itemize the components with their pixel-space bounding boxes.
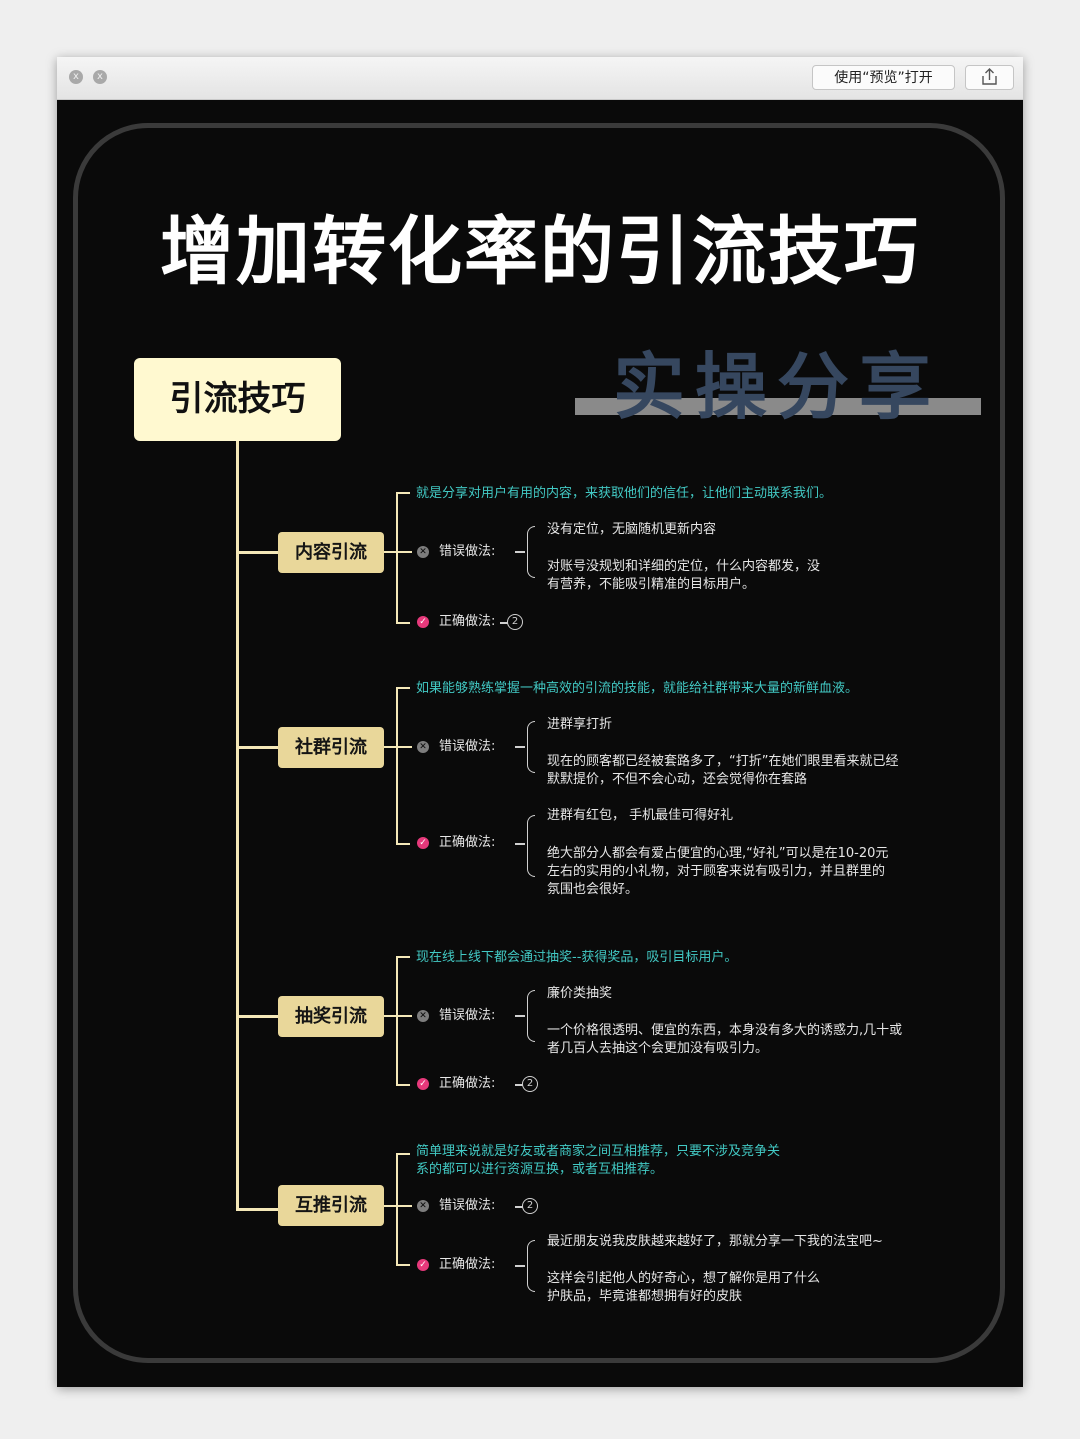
wrong-note: 现在的顾客都已经被套路多了，“打折”在她们眼里看来就已经: [547, 754, 899, 769]
brace: [515, 843, 525, 845]
minimize-icon[interactable]: x: [93, 70, 107, 84]
share-button[interactable]: [965, 65, 1014, 90]
close-icon[interactable]: x: [69, 70, 83, 84]
section-description: 就是分享对用户有用的内容，来获取他们的信任，让他们主动联系我们。: [416, 486, 833, 501]
brace: [515, 551, 525, 553]
wrong-label: 错误做法:: [439, 1198, 496, 1213]
brace: [515, 746, 525, 748]
right-note: 氛围也会很好。: [547, 882, 639, 897]
title-bar: x x 使用“预览”打开: [57, 57, 1023, 100]
brace: [527, 1240, 535, 1292]
category-mutual-promotion: 互推引流: [278, 1185, 384, 1226]
connector: [515, 1084, 523, 1086]
preview-window: x x 使用“预览”打开 增加转化率的引流技巧 实操分享 引流技巧 内容引流 就…: [57, 57, 1023, 1387]
wrong-note: 没有定位，无脑随机更新内容: [547, 522, 717, 537]
subtitle-underline: [575, 398, 981, 415]
connector: [396, 956, 398, 1086]
open-in-preview-button[interactable]: 使用“预览”打开: [812, 65, 955, 90]
connector: [396, 1264, 410, 1266]
right-label: 正确做法:: [439, 1257, 496, 1272]
wrong-icon: ✕: [417, 741, 429, 753]
right-note: 护肤品，毕竟谁都想拥有好的皮肤: [547, 1289, 743, 1304]
brace: [527, 815, 535, 877]
connector: [396, 1153, 410, 1155]
category-community: 社群引流: [278, 727, 384, 768]
connector: [396, 1153, 398, 1266]
right-note: 这样会引起他人的好奇心，想了解你是用了什么: [547, 1271, 821, 1286]
right-note: 最近朋友说我皮肤越来越好了，那就分享一下我的法宝吧~: [547, 1234, 883, 1249]
brace: [527, 990, 535, 1042]
category-content: 内容引流: [278, 532, 384, 573]
connector: [396, 956, 410, 958]
connector: [515, 1206, 523, 1208]
wrong-icon: ✕: [417, 1200, 429, 1212]
connector: [384, 746, 398, 748]
brace: [527, 721, 535, 773]
connector: [398, 551, 412, 553]
wrong-label: 错误做法:: [439, 739, 496, 754]
right-icon: ✓: [417, 616, 429, 628]
collapsed-count[interactable]: 2: [507, 614, 523, 630]
section-description: 如果能够熟练掌握一种高效的引流的技能，就能给社群带来大量的新鲜血液。: [416, 681, 859, 696]
connector: [396, 687, 410, 689]
brace: [527, 526, 535, 578]
connector: [398, 1015, 412, 1017]
wrong-note: 廉价类抽奖: [547, 986, 613, 1001]
branch-line: [236, 551, 278, 554]
right-label: 正确做法:: [439, 614, 496, 629]
right-label: 正确做法:: [439, 1076, 496, 1091]
poster-subtitle: 实操分享: [613, 345, 942, 429]
collapsed-count[interactable]: 2: [522, 1076, 538, 1092]
right-icon: ✓: [417, 1078, 429, 1090]
wrong-label: 错误做法:: [439, 544, 496, 559]
wrong-note: 一个价格很透明、便宜的东西，本身没有多大的诱惑力,几十或: [547, 1023, 903, 1038]
section-description: 简单理来说就是好友或者商家之间互相推荐，只要不涉及竞争关: [416, 1144, 781, 1159]
connector: [398, 1205, 412, 1207]
branch-line: [236, 1015, 278, 1018]
wrong-icon: ✕: [417, 546, 429, 558]
right-note: 绝大部分人都会有爱占便宜的心理,“好礼”可以是在10-20元: [547, 846, 889, 861]
connector: [396, 492, 398, 624]
share-icon: [982, 68, 997, 85]
branch-line: [236, 746, 278, 749]
connector: [396, 843, 410, 845]
branch-line: [236, 1208, 278, 1211]
category-lottery: 抽奖引流: [278, 996, 384, 1037]
right-note: 进群有红包， 手机最佳可得好礼: [547, 808, 734, 823]
section-description: 系的都可以进行资源互换，或者互相推荐。: [416, 1162, 664, 1177]
collapsed-count[interactable]: 2: [522, 1198, 538, 1214]
wrong-note: 进群享打折: [547, 717, 613, 732]
connector: [384, 1015, 398, 1017]
right-label: 正确做法:: [439, 835, 496, 850]
right-note: 左右的实用的小礼物，对于顾客来说有吸引力，并且群里的: [547, 864, 886, 879]
wrong-note: 对账号没规划和详细的定位，什么内容都发，没: [547, 559, 821, 574]
connector: [384, 1205, 398, 1207]
right-icon: ✓: [417, 837, 429, 849]
connector: [500, 622, 508, 624]
wrong-note: 有营养，不能吸引精准的目标用户。: [547, 577, 756, 592]
wrong-label: 错误做法:: [439, 1008, 496, 1023]
wrong-icon: ✕: [417, 1010, 429, 1022]
rounded-frame: [73, 123, 1005, 1363]
connector: [396, 687, 398, 845]
connector: [398, 746, 412, 748]
brace: [515, 1265, 525, 1267]
connector: [396, 492, 410, 494]
section-description: 现在线上线下都会通过抽奖--获得奖品，吸引目标用户。: [416, 950, 738, 965]
poster-title: 增加转化率的引流技巧: [160, 209, 920, 295]
wrong-note: 者几百人去抽这个会更加没有吸引力。: [547, 1041, 769, 1056]
right-icon: ✓: [417, 1259, 429, 1271]
root-node: 引流技巧: [134, 358, 341, 441]
poster-image: 增加转化率的引流技巧 实操分享 引流技巧 内容引流 就是分享对用户有用的内容，来…: [57, 100, 1023, 1387]
connector: [384, 551, 398, 553]
connector: [396, 622, 410, 624]
trunk-line: [236, 441, 239, 1211]
brace: [515, 1015, 525, 1017]
wrong-note: 默默提价，不但不会心动，还会觉得你在套路: [547, 772, 808, 787]
connector: [396, 1084, 410, 1086]
